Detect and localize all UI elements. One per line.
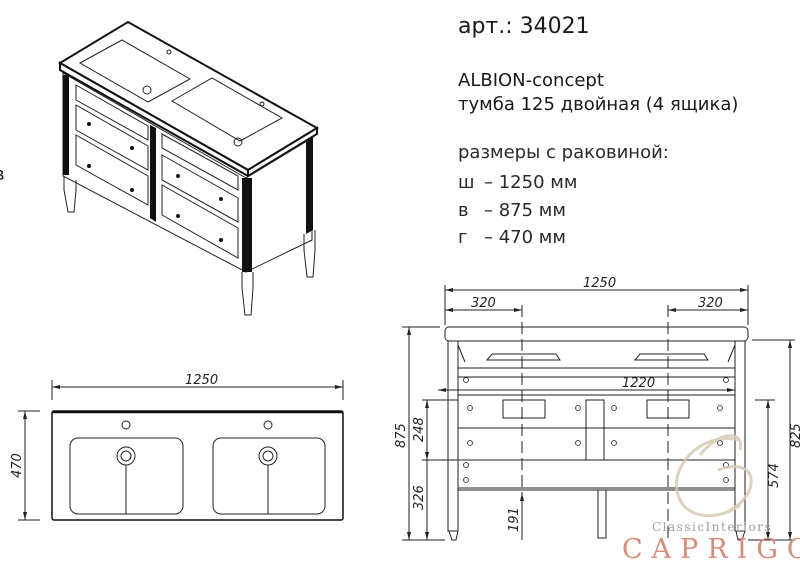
top-view-drawing: 1250 470 [10, 373, 344, 521]
size-width: ш – 1250 мм [458, 172, 577, 193]
offset-right-label: 320 [698, 296, 723, 311]
size-key: ш [458, 172, 475, 193]
size-key: г [458, 227, 468, 248]
isometric-vanity-drawing [58, 20, 319, 316]
leg-clearance-label: 191 [507, 507, 522, 532]
size-value: – 875 мм [484, 200, 566, 221]
height-total-label: 875 [394, 423, 409, 448]
top-width-label: 1250 [185, 373, 218, 388]
drawer-height-label: 248 [412, 417, 427, 442]
height-body-label: 825 [789, 423, 800, 448]
product-name: ALBION-concept [458, 70, 604, 91]
height-574-label: 574 [767, 463, 782, 488]
product-type-main: тумба 125 двойная [458, 94, 641, 115]
size-value: – 470 мм [484, 227, 566, 248]
product-type: тумба 125 двойная (4 ящика) [458, 94, 738, 115]
offset-left-label: 320 [471, 296, 496, 311]
front-width-label: 1250 [583, 276, 616, 291]
size-key: в [458, 200, 469, 221]
inner-width-label: 1220 [622, 376, 655, 391]
lower-height-label: 326 [412, 485, 427, 510]
size-height: в – 875 мм [458, 200, 566, 221]
front-view-drawing: 1250 320 320 [394, 276, 800, 541]
watermark-tagline: ClassicInteriors [652, 520, 773, 534]
size-value: – 1250 мм [484, 172, 578, 193]
size-depth: г – 470 мм [458, 227, 566, 248]
watermark-brand: CAPRIGO [622, 534, 800, 565]
caprigo-monogram-logo [674, 434, 753, 518]
sizes-label: размеры с раковиной: [458, 142, 669, 163]
top-depth-label: 470 [10, 453, 25, 478]
article-number: арт.: 34021 [458, 14, 590, 39]
product-type-note: (4 ящика) [645, 94, 739, 115]
cut-off-letter: в [0, 164, 5, 185]
